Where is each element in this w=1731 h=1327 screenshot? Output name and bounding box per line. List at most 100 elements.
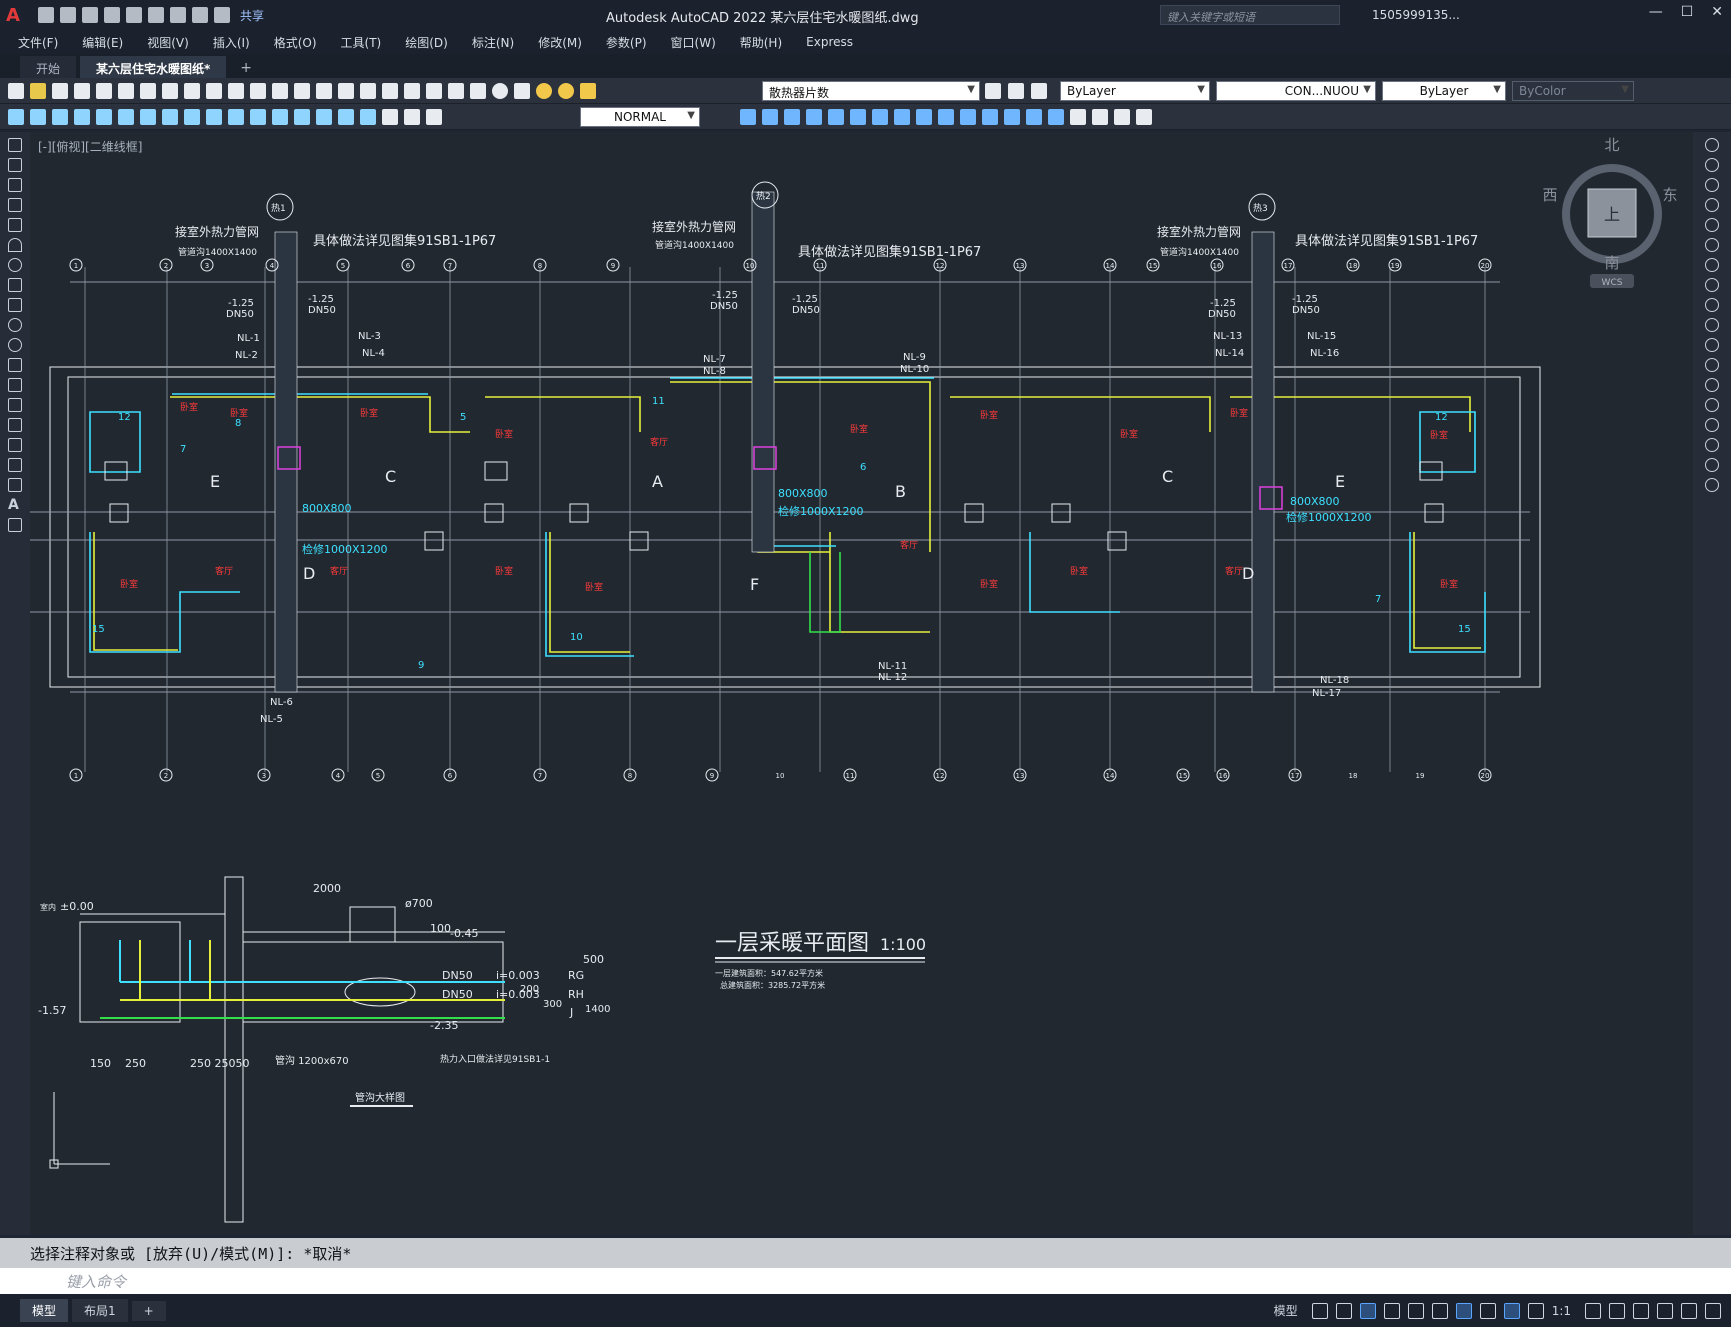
layer-lock-icon[interactable] [580, 82, 596, 99]
region-icon[interactable] [8, 458, 22, 472]
properties-icon[interactable] [360, 82, 376, 99]
match-properties-icon[interactable] [206, 82, 222, 99]
dim-angular-icon[interactable] [162, 108, 178, 125]
construction-line-icon[interactable] [8, 158, 22, 172]
mirror-icon[interactable] [762, 109, 778, 125]
viewcube-ring[interactable] [1562, 164, 1662, 264]
dim-edit-icon[interactable] [382, 108, 398, 125]
bring-front-icon[interactable] [1092, 109, 1108, 125]
menu-modify[interactable]: 修改(M) [538, 35, 582, 50]
dim-baseline-icon[interactable] [206, 108, 222, 125]
chamfer-right-icon[interactable] [1705, 418, 1719, 432]
undo-icon[interactable] [192, 7, 208, 23]
dim-space-icon[interactable] [250, 108, 266, 125]
table-icon[interactable] [8, 478, 22, 492]
plus-icon[interactable] [1609, 1302, 1625, 1319]
offset-icon[interactable] [784, 109, 800, 125]
undo-tool-icon[interactable] [228, 82, 244, 99]
ellipse-icon[interactable] [8, 318, 22, 332]
publish-icon[interactable] [118, 82, 134, 99]
close-icon[interactable]: ✕ [1711, 4, 1723, 20]
lineweight-icon[interactable] [1479, 1302, 1496, 1319]
copy-icon[interactable] [162, 82, 178, 99]
share-button[interactable]: 共享 [240, 8, 265, 23]
text-front-icon[interactable] [1136, 109, 1152, 125]
help-icon[interactable] [492, 82, 508, 99]
dimstyle-select[interactable]: NORMAL▼ [580, 107, 700, 127]
plotstyle-select[interactable]: ByColor▼ [1512, 81, 1634, 101]
maximize-icon[interactable]: ☐ [1680, 4, 1694, 20]
add-selected-icon[interactable] [8, 518, 22, 532]
workspace-gear-icon[interactable] [1585, 1302, 1601, 1319]
dim-arc-icon[interactable] [52, 108, 68, 125]
menu-window[interactable]: 窗口(W) [670, 35, 716, 50]
chamfer-icon[interactable] [1004, 109, 1020, 125]
web-save-icon[interactable] [148, 7, 164, 23]
minimize-icon[interactable]: — [1648, 4, 1663, 20]
dim-break-icon[interactable] [272, 108, 288, 125]
linetype-select[interactable]: CON...NUOU▼ [1216, 81, 1376, 101]
tab-model[interactable]: 模型 [20, 1299, 69, 1322]
model-space-label[interactable]: 模型 [1273, 1304, 1298, 1318]
ortho-icon[interactable] [1359, 1302, 1376, 1319]
extend-right-icon[interactable] [1705, 338, 1719, 352]
menu-edit[interactable]: 编辑(E) [82, 35, 124, 50]
layer-on-icon[interactable] [536, 82, 552, 99]
send-back-icon[interactable] [1114, 109, 1130, 125]
menu-tools[interactable]: 工具(T) [340, 35, 382, 50]
break-point-icon[interactable] [1705, 358, 1719, 372]
clean-screen-icon[interactable] [1681, 1302, 1697, 1319]
offset-right-icon[interactable] [1705, 198, 1719, 212]
dim-linear-icon[interactable] [8, 108, 24, 125]
dim-continue-icon[interactable] [228, 108, 244, 125]
viewcube-face[interactable] [1587, 188, 1637, 238]
center-mark-icon[interactable] [316, 108, 332, 125]
move-icon[interactable] [828, 109, 844, 125]
menu-express[interactable]: Express [806, 35, 853, 49]
dim-update-icon[interactable] [426, 108, 442, 125]
circle-icon[interactable] [8, 258, 22, 272]
menu-format[interactable]: 格式(O) [273, 35, 317, 50]
pan-icon[interactable] [272, 82, 288, 99]
polar-icon[interactable] [1383, 1302, 1400, 1319]
hatch-icon[interactable] [8, 418, 22, 432]
help-search-input[interactable]: 键入关键字或短语 [1160, 5, 1340, 25]
polyline-icon[interactable] [8, 178, 22, 192]
insert-block-icon[interactable] [8, 358, 22, 372]
menu-help[interactable]: 帮助(H) [739, 35, 783, 50]
autocad-logo-icon[interactable]: A [6, 4, 20, 26]
plot-icon[interactable] [170, 7, 186, 23]
mirror-right-icon[interactable] [1705, 178, 1719, 192]
tab-drawing[interactable]: 某六层住宅水暖图纸* [80, 56, 227, 78]
tool-palettes-icon[interactable] [404, 82, 420, 99]
copy-object-icon[interactable] [740, 109, 756, 125]
array-icon[interactable] [806, 109, 822, 125]
plot-tool-icon[interactable] [74, 82, 90, 99]
object-snap-tracking-icon[interactable] [1431, 1302, 1448, 1319]
move-right-icon[interactable] [1705, 238, 1719, 252]
make-current-layer-icon[interactable] [985, 83, 1001, 99]
zoom-window-icon[interactable] [316, 82, 332, 99]
new-tab-icon[interactable]: + [240, 60, 253, 76]
grid-icon[interactable] [1311, 1302, 1328, 1319]
multiline-text-icon[interactable]: A [8, 497, 19, 513]
paste-icon[interactable] [184, 82, 200, 99]
open-file-icon[interactable] [60, 7, 76, 23]
break-right-icon[interactable] [1705, 378, 1719, 392]
break-icon[interactable] [960, 109, 976, 125]
zoom-previous-icon[interactable] [338, 82, 354, 99]
arc-icon[interactable] [8, 238, 22, 252]
redo-icon[interactable] [214, 7, 230, 23]
line-icon[interactable] [8, 138, 22, 152]
tab-start[interactable]: 开始 [20, 56, 77, 78]
rotate-right-icon[interactable] [1705, 258, 1719, 272]
blend-icon[interactable] [1705, 458, 1719, 472]
dim-diameter-icon[interactable] [140, 108, 156, 125]
isodraft-icon[interactable] [1407, 1302, 1424, 1319]
menu-view[interactable]: 视图(V) [147, 35, 189, 50]
markup-icon[interactable] [448, 82, 464, 99]
save-as-icon[interactable] [104, 7, 120, 23]
gradient-icon[interactable] [8, 438, 22, 452]
cut-icon[interactable] [140, 82, 156, 99]
tab-layout1[interactable]: 布局1 [72, 1299, 128, 1322]
